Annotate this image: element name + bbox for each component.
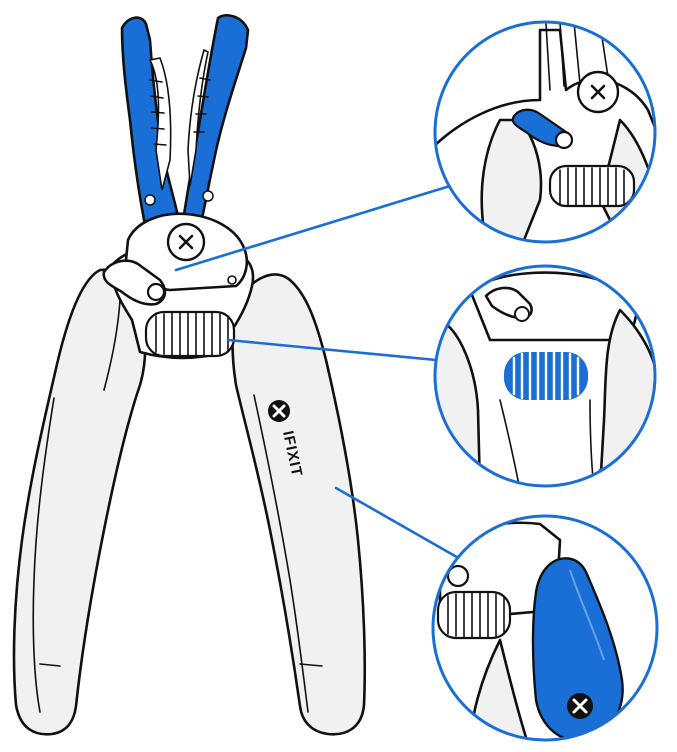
callout-return-spring [433, 264, 657, 488]
spring-icon [504, 350, 588, 402]
callout-ring-2 [433, 264, 657, 488]
lock-latch-detail-icon [511, 108, 574, 150]
callout-lock-latch [433, 20, 657, 244]
leader-lines [174, 184, 464, 562]
ifixit-x-logo-icon [268, 400, 290, 422]
grip-ridges [144, 310, 236, 358]
left-handle [12, 268, 147, 736]
lock-latch-icon [102, 259, 167, 306]
blue-jaws [120, 14, 250, 232]
right-handle: IFIXIT [231, 273, 367, 736]
callout-ring-3 [431, 514, 659, 742]
leader-line-latch [174, 184, 452, 272]
leader-line-grip [334, 486, 464, 562]
pivot-screw-icon [166, 222, 206, 262]
callout-handle-grip [431, 514, 659, 742]
callout-ring-1 [433, 20, 657, 244]
grip-icon [531, 557, 624, 740]
wire-stripper-tool: IFIXIT [12, 14, 367, 736]
leader-line-spring [226, 338, 438, 362]
